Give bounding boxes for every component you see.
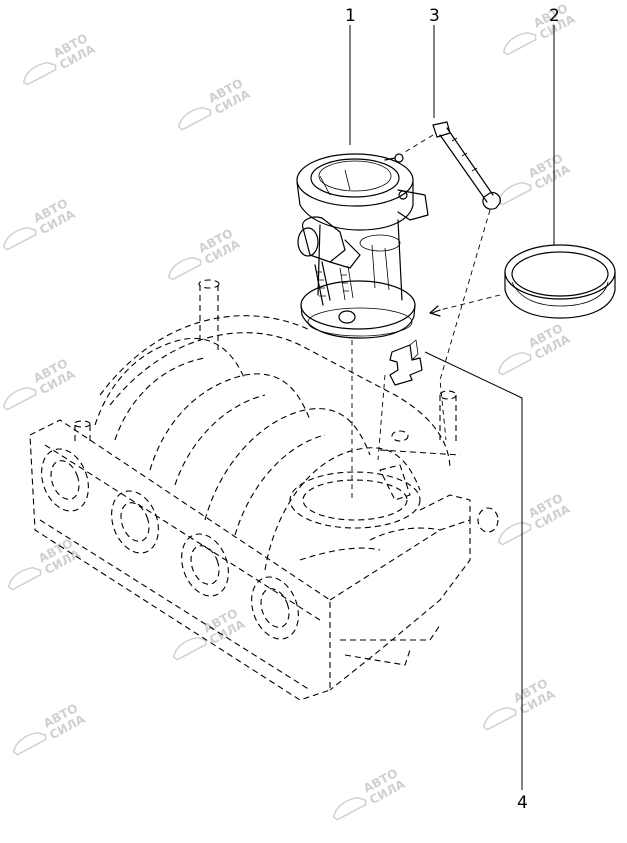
watermark-car-icon xyxy=(172,636,207,661)
gasket-ring xyxy=(504,244,616,319)
retaining-clip xyxy=(389,339,423,386)
throttle-body xyxy=(296,153,429,339)
callouts: 1 2 3 4 xyxy=(345,6,560,813)
watermark-car-icon xyxy=(502,31,537,56)
watermark-car-icon xyxy=(177,106,212,131)
watermark-car-icon xyxy=(12,731,47,756)
watermark-car-icon xyxy=(2,386,37,411)
assembly-guide-lines xyxy=(351,134,501,500)
callout-1: 1 xyxy=(345,6,356,26)
cable-bracket-rod xyxy=(432,121,501,210)
watermark-car-icon xyxy=(7,566,42,591)
callout-2: 2 xyxy=(549,6,560,26)
watermark-car-icon xyxy=(332,796,367,821)
intake-manifold xyxy=(29,279,499,701)
callout-4: 4 xyxy=(517,793,528,813)
watermark-car-icon xyxy=(167,256,202,281)
watermark-car-icon xyxy=(497,351,532,376)
leader-lines xyxy=(349,25,555,790)
callout-3: 3 xyxy=(429,6,440,26)
watermark-car-icon xyxy=(2,226,37,251)
watermark-car-icon xyxy=(22,61,57,86)
watermark-car-icon xyxy=(497,521,532,546)
watermark-car-icon xyxy=(482,706,517,731)
